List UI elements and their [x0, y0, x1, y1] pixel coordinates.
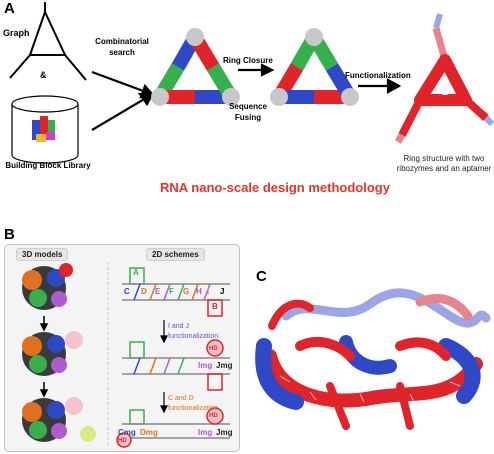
panel-b-letter: B	[4, 226, 15, 243]
model-3d-3	[22, 397, 96, 442]
header-2d-schemes: 2D schemes	[146, 248, 205, 261]
graph-diagram	[9, 2, 87, 81]
scheme-2d-3	[116, 407, 230, 448]
result-caption: Ring structure with two ribozymes and an…	[396, 154, 492, 173]
library-blocks	[32, 116, 55, 142]
ring-closure-label: Ring Closure	[223, 56, 273, 65]
combinatorial-label: Combinatorial search	[95, 37, 149, 57]
arrows-in	[91, 70, 154, 131]
arrow-3d-2	[39, 382, 49, 398]
scheme1-letter-j: J	[220, 287, 225, 296]
scheme1-letter-b: B	[212, 302, 218, 311]
label-jmg-3: Jmg	[216, 428, 233, 437]
scheme1-letter-g: G	[183, 287, 190, 296]
library-label: Building Block Library	[5, 161, 91, 170]
model-3d-1	[22, 263, 73, 310]
rna-triangle-1	[151, 28, 240, 106]
step1-note: I and J functionalization	[168, 323, 219, 340]
label-img-2: Img	[198, 361, 213, 370]
scheme1-letter-c: C	[124, 287, 130, 296]
sequence-fusing-label: Sequence Fusing	[229, 102, 267, 122]
scheme-2d-2	[122, 339, 230, 391]
panel-a-letter: A	[4, 0, 15, 17]
label-dmg: Dmg	[140, 428, 158, 437]
model-3d-2	[22, 331, 83, 376]
hd-badge-3b: HD	[118, 438, 127, 444]
step2-note: C and D functionalization	[168, 395, 219, 412]
header-3d-models: 3D models	[16, 248, 69, 261]
arrow-ring-closure	[238, 63, 275, 77]
functionalization-label: Functionalization	[345, 71, 411, 80]
rna-triangle-2	[270, 28, 359, 106]
panel-c-letter: C	[256, 268, 267, 285]
panel-a-graphics	[9, 2, 494, 164]
arrow-2d-1	[160, 320, 168, 344]
label-cmg: Cmg	[118, 428, 136, 437]
rna-functionalized-ring	[394, 13, 494, 144]
scheme1-letter-f: F	[169, 287, 174, 296]
label-jmg-2: Jmg	[216, 361, 233, 370]
scheme1-letter-i: I	[207, 287, 210, 296]
panel-c-structure	[255, 288, 491, 430]
scheme1-letter-h: H	[196, 287, 202, 296]
label-img-3: Img	[198, 428, 213, 437]
scheme1-letter-e: E	[155, 287, 161, 296]
main-title: RNA nano-scale design methodology	[160, 180, 390, 195]
hd-badge-2: HD	[209, 346, 218, 352]
arrow-3d-1	[39, 316, 49, 332]
ampersand: &	[40, 70, 47, 80]
library-cylinder	[11, 95, 79, 164]
scheme1-letter-d: D	[141, 287, 147, 296]
scheme-2d-1	[122, 267, 230, 317]
graph-label: Graph	[3, 28, 30, 38]
panel-b-graphics	[22, 262, 230, 448]
scheme1-letter-a: A	[133, 268, 139, 277]
hd-badge-3a: HD	[209, 413, 218, 419]
arrow-functionalization	[358, 78, 402, 94]
arrow-2d-2	[160, 392, 168, 414]
